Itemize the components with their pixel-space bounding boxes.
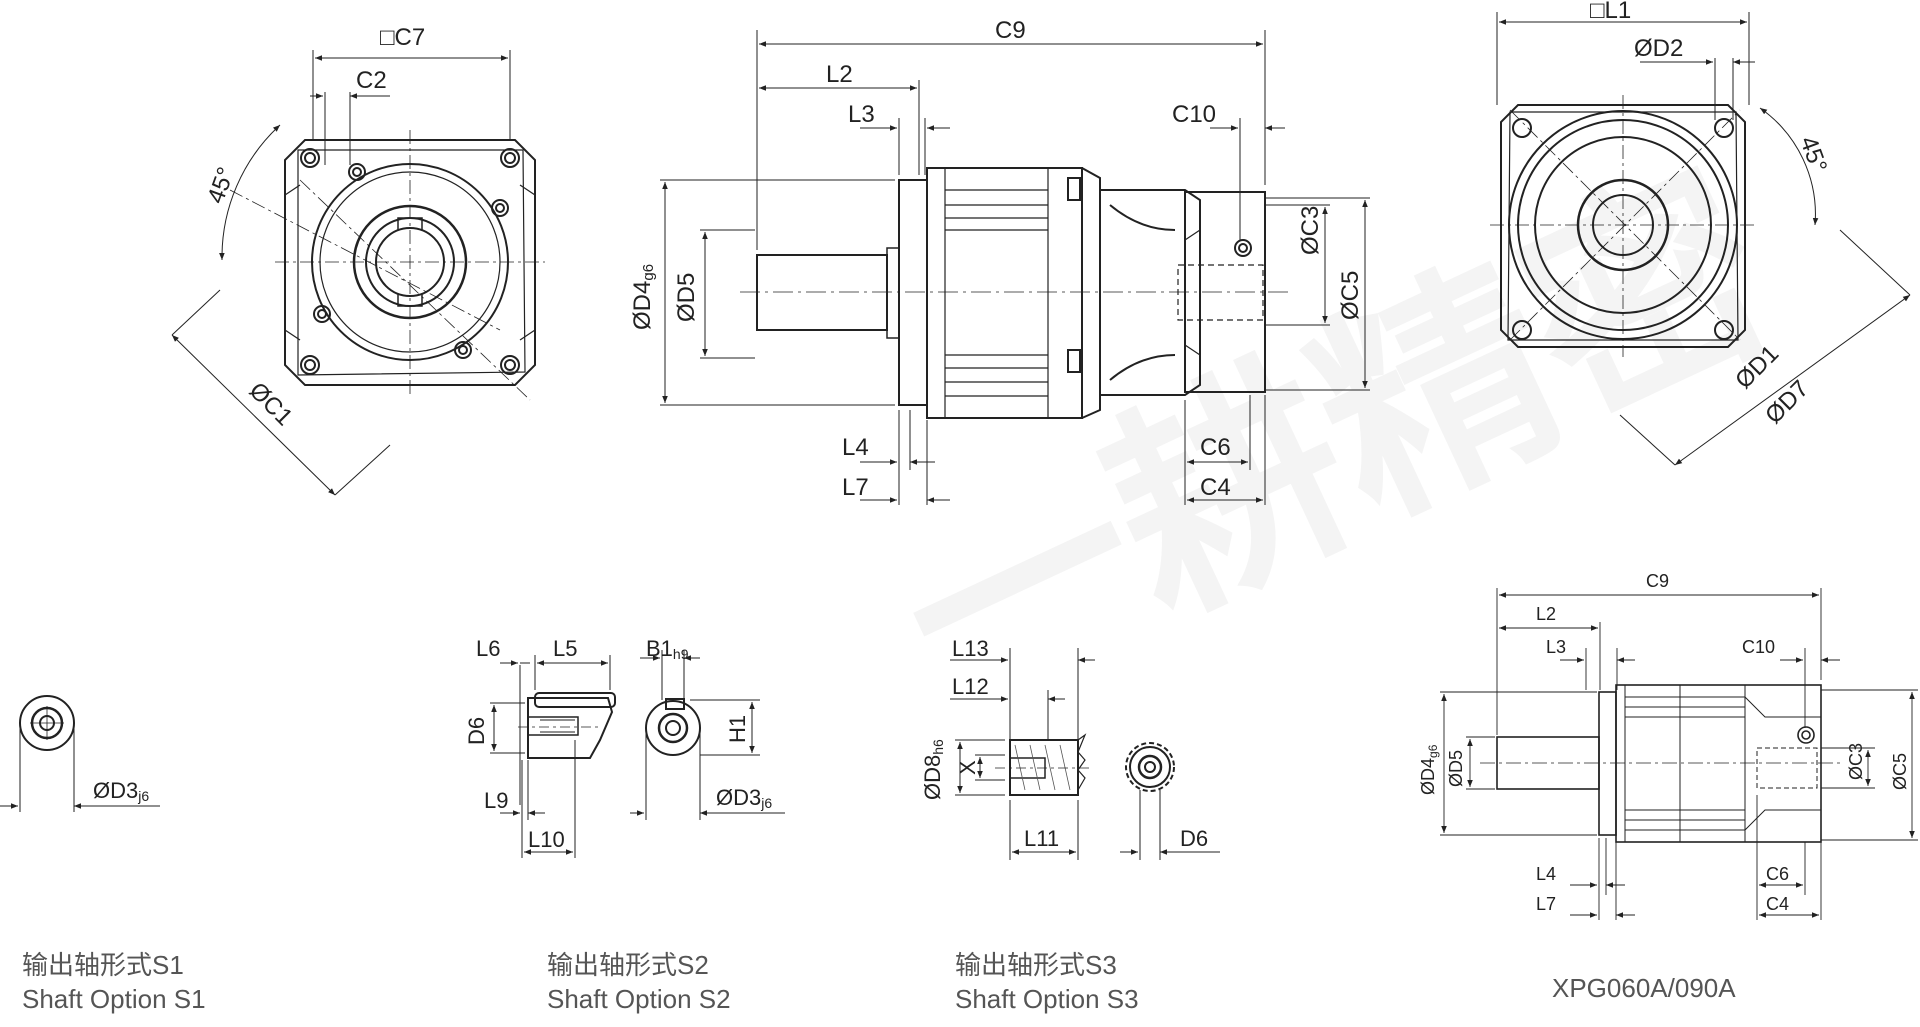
rear-angle-label: 45° (1794, 133, 1832, 176)
model-label: XPG060A/090A (1552, 973, 1736, 1003)
s3-l13-label: L13 (952, 636, 989, 661)
side-d5-label: ØD5 (673, 273, 700, 322)
s3-d8-text: ØD8 (920, 755, 945, 800)
s3-d8-tolerance: h6 (930, 739, 946, 755)
shaft-s1-view (0, 695, 160, 812)
caption-s1: 输出轴形式S1 Shaft Option S1 (22, 948, 206, 1016)
side-l3-label: L3 (848, 101, 875, 128)
s3-x-label: X (955, 760, 980, 775)
small-d4-label: ØD4g6 (1418, 744, 1440, 795)
caption-s1-cn: 输出轴形式S1 (22, 950, 184, 980)
s2-l9-label: L9 (484, 788, 508, 813)
small-d4-text: ØD4 (1418, 758, 1438, 795)
side-c5-label: ØC5 (1337, 271, 1364, 320)
s2-h1-label: H1 (725, 715, 750, 743)
small-c5-label: ØC5 (1890, 753, 1910, 790)
side-c3-label: ØC3 (1297, 206, 1324, 255)
rear-view (1490, 12, 1911, 466)
s3-d8-label: ØD8h6 (920, 739, 946, 800)
front-c1-label: ØC1 (244, 377, 298, 431)
caption-s2: 输出轴形式S2 Shaft Option S2 (547, 948, 731, 1016)
shaft-s2-view (490, 650, 785, 858)
s1-d3-text: ØD3 (93, 778, 138, 803)
s2-l6-label: L6 (476, 636, 500, 661)
front-view (171, 50, 545, 496)
small-l4-label: L4 (1536, 864, 1556, 884)
side-c10-label: C10 (1172, 101, 1216, 128)
shaft-s3-view (950, 648, 1220, 860)
s2-b1-label: B1h9 (646, 636, 689, 662)
side-l4-label: L4 (842, 434, 869, 461)
rear-l1-label: □L1 (1590, 0, 1631, 24)
side-d4-label: ØD4g6 (629, 264, 657, 330)
caption-s3-en: Shaft Option S3 (955, 984, 1139, 1014)
s1-d3-label: ØD3j6 (93, 778, 149, 804)
caption-s2-en: Shaft Option S2 (547, 984, 731, 1014)
s2-b1-tolerance: h9 (673, 646, 689, 662)
s2-d3-label: ØD3j6 (716, 785, 772, 811)
small-c3-label: ØC3 (1846, 743, 1866, 780)
front-angle-label: 45° (202, 164, 240, 207)
front-c2-label: C2 (356, 67, 387, 94)
side-l2-label: L2 (826, 61, 853, 88)
side-c4-label: C4 (1200, 474, 1231, 501)
s2-d6-label: D6 (464, 717, 489, 745)
caption-s1-en: Shaft Option S1 (22, 984, 206, 1014)
small-c4-label: C4 (1766, 894, 1789, 914)
s3-d6-label: D6 (1180, 826, 1208, 851)
small-c6-label: C6 (1766, 864, 1789, 884)
rear-d2-label: ØD2 (1634, 35, 1683, 62)
side-l7-label: L7 (842, 474, 869, 501)
side-c9-label: C9 (995, 17, 1026, 44)
side-d4-text: ØD4 (629, 281, 656, 330)
rear-d7-label: ØD7 (1760, 375, 1814, 429)
side-d4-tolerance: g6 (640, 264, 657, 281)
small-d4-tolerance: g6 (1426, 744, 1440, 758)
small-c10-label: C10 (1742, 637, 1775, 657)
side-view (660, 30, 1370, 505)
caption-s3: 输出轴形式S3 Shaft Option S3 (955, 948, 1139, 1016)
s3-l12-label: L12 (952, 674, 989, 699)
small-l2-label: L2 (1536, 604, 1556, 624)
small-d5-label: ØD5 (1446, 750, 1466, 787)
s3-l11-label: L11 (1024, 826, 1059, 851)
s2-l10-label: L10 (528, 827, 565, 852)
s2-b1-text: B1 (646, 636, 673, 661)
small-l7-label: L7 (1536, 894, 1556, 914)
small-l3-label: L3 (1546, 637, 1566, 657)
caption-s3-cn: 输出轴形式S3 (955, 950, 1117, 980)
s2-d3-text: ØD3 (716, 785, 761, 810)
caption-s2-cn: 输出轴形式S2 (547, 950, 709, 980)
front-c7-label: □C7 (380, 24, 425, 51)
s1-d3-tolerance: j6 (137, 788, 149, 804)
side-c6-label: C6 (1200, 434, 1231, 461)
s2-l5-label: L5 (553, 636, 577, 661)
small-side-view (1440, 588, 1918, 920)
s2-d3-tolerance: j6 (760, 795, 772, 811)
small-c9-label: C9 (1646, 571, 1669, 591)
